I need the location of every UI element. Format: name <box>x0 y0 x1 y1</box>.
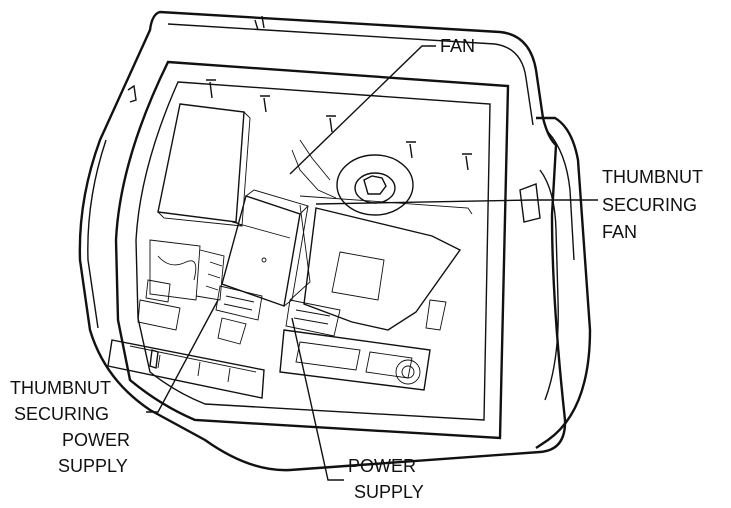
label-thumbnut-power-supply: THUMBNUT SECURING POWER SUPPLY <box>10 378 135 476</box>
leader-thumbnut-fan <box>315 199 598 205</box>
lower-connectors <box>215 285 341 345</box>
storage-drive <box>157 103 251 227</box>
leader-power-supply <box>291 317 344 481</box>
callout-labels: FAN THUMBNUT SECURING FAN THUMBNUT SECUR… <box>10 36 708 502</box>
front-rail <box>107 339 265 399</box>
top-fasteners <box>206 79 472 171</box>
fan-assembly <box>291 139 414 216</box>
lower-board <box>279 299 447 391</box>
device-housing <box>78 10 592 472</box>
leader-thumbnut-power-supply <box>146 299 219 413</box>
power-supply-unit <box>221 189 309 307</box>
inner-frame <box>114 60 510 440</box>
label-power-supply: POWER SUPPLY <box>348 456 424 502</box>
cable-cluster <box>137 239 225 331</box>
main-board-area <box>289 195 473 331</box>
label-fan: FAN <box>440 36 475 56</box>
label-thumbnut-fan: THUMBNUT SECURING FAN <box>602 167 708 242</box>
leader-fan <box>289 45 436 175</box>
callout-leaders <box>146 45 598 481</box>
